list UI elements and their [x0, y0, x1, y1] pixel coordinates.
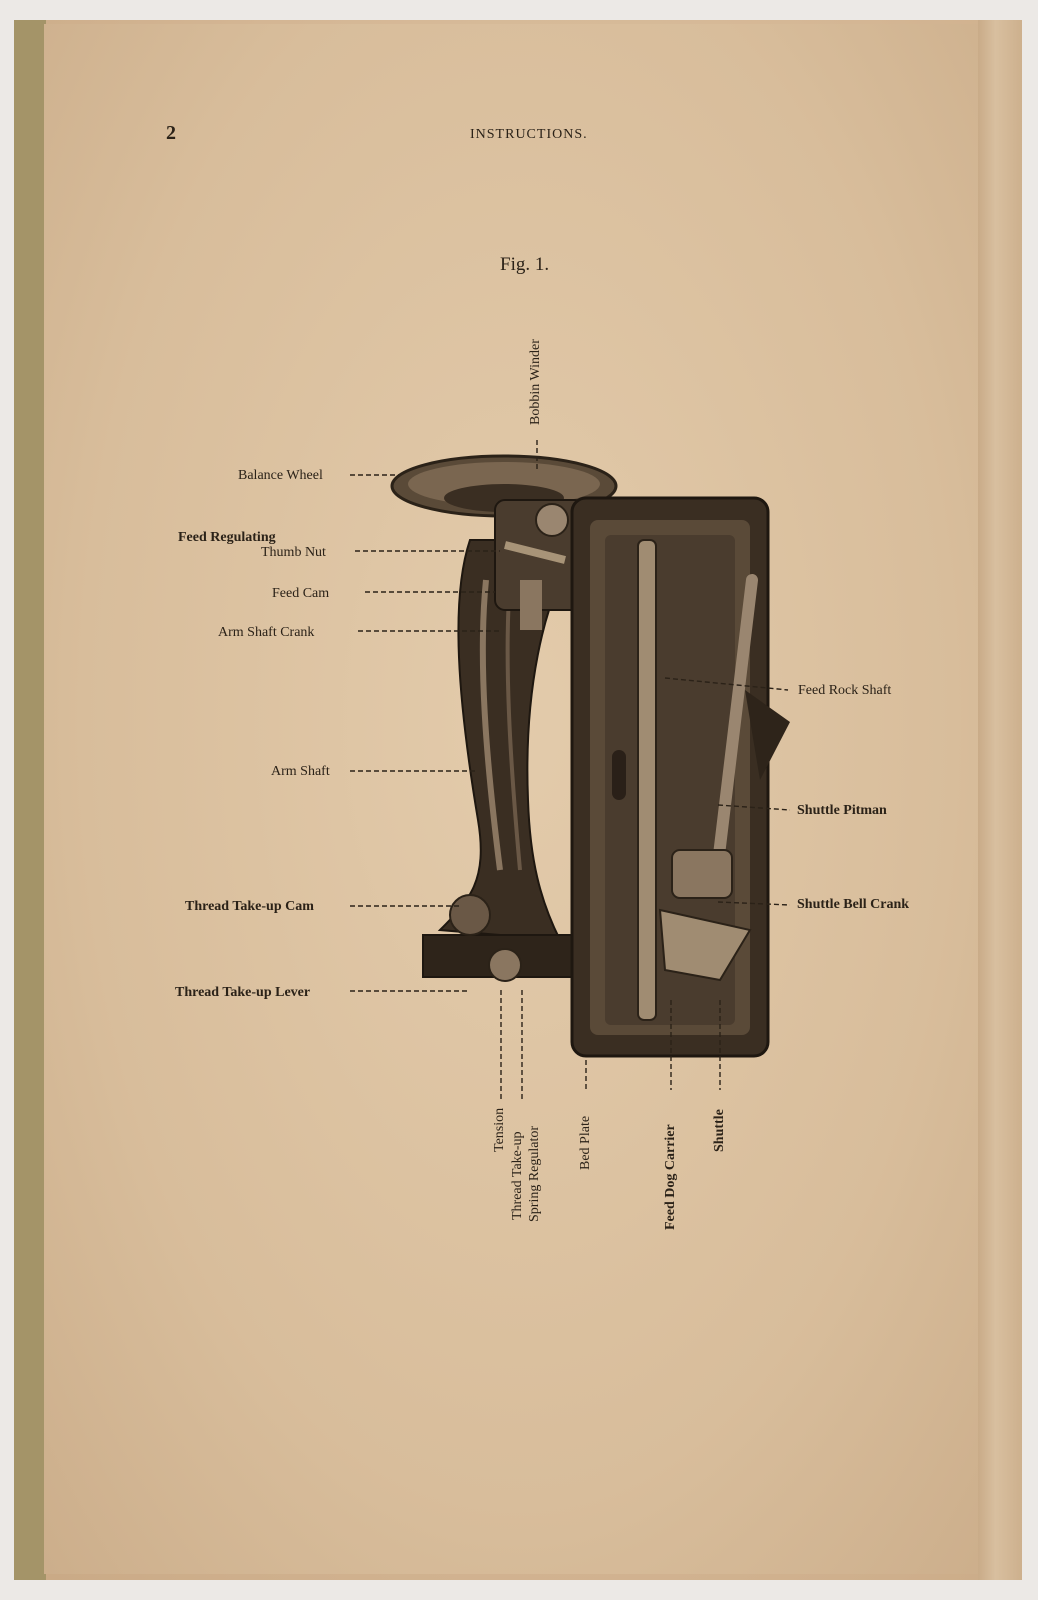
label-thread-takeup-cam: Thread Take-up Cam: [185, 899, 314, 914]
label-bed-plate: Bed Plate: [578, 1116, 593, 1170]
label-shuttle-pitman: Shuttle Pitman: [797, 803, 887, 818]
label-feed-cam: Feed Cam: [272, 586, 329, 601]
figure-title: Fig. 1.: [500, 254, 549, 276]
label-spring-regulator: Spring Regulator: [527, 1126, 542, 1222]
label-thumb-nut: Thumb Nut: [261, 545, 326, 560]
label-arm-shaft-crank: Arm Shaft Crank: [218, 625, 314, 640]
label-shuttle-bell-crank: Shuttle Bell Crank: [797, 897, 909, 912]
label-tension: Tension: [492, 1108, 507, 1152]
running-head: INSTRUCTIONS.: [470, 127, 588, 143]
label-thread-takeup: Thread Take-up: [510, 1131, 525, 1220]
page-number: 2: [166, 122, 176, 145]
label-bobbin-winder: Bobbin Winder: [528, 339, 543, 425]
label-balance-wheel: Balance Wheel: [238, 468, 323, 483]
label-feed-regulating: Feed Regulating: [178, 530, 276, 545]
label-shuttle: Shuttle: [712, 1109, 727, 1152]
label-thread-takeup-lever: Thread Take-up Lever: [175, 985, 310, 1000]
label-arm-shaft: Arm Shaft: [271, 764, 330, 779]
label-feed-rock-shaft: Feed Rock Shaft: [798, 683, 891, 698]
page-header: 2 INSTRUCTIONS.: [0, 122, 1008, 146]
label-feed-dog-carrier: Feed Dog Carrier: [663, 1124, 678, 1230]
